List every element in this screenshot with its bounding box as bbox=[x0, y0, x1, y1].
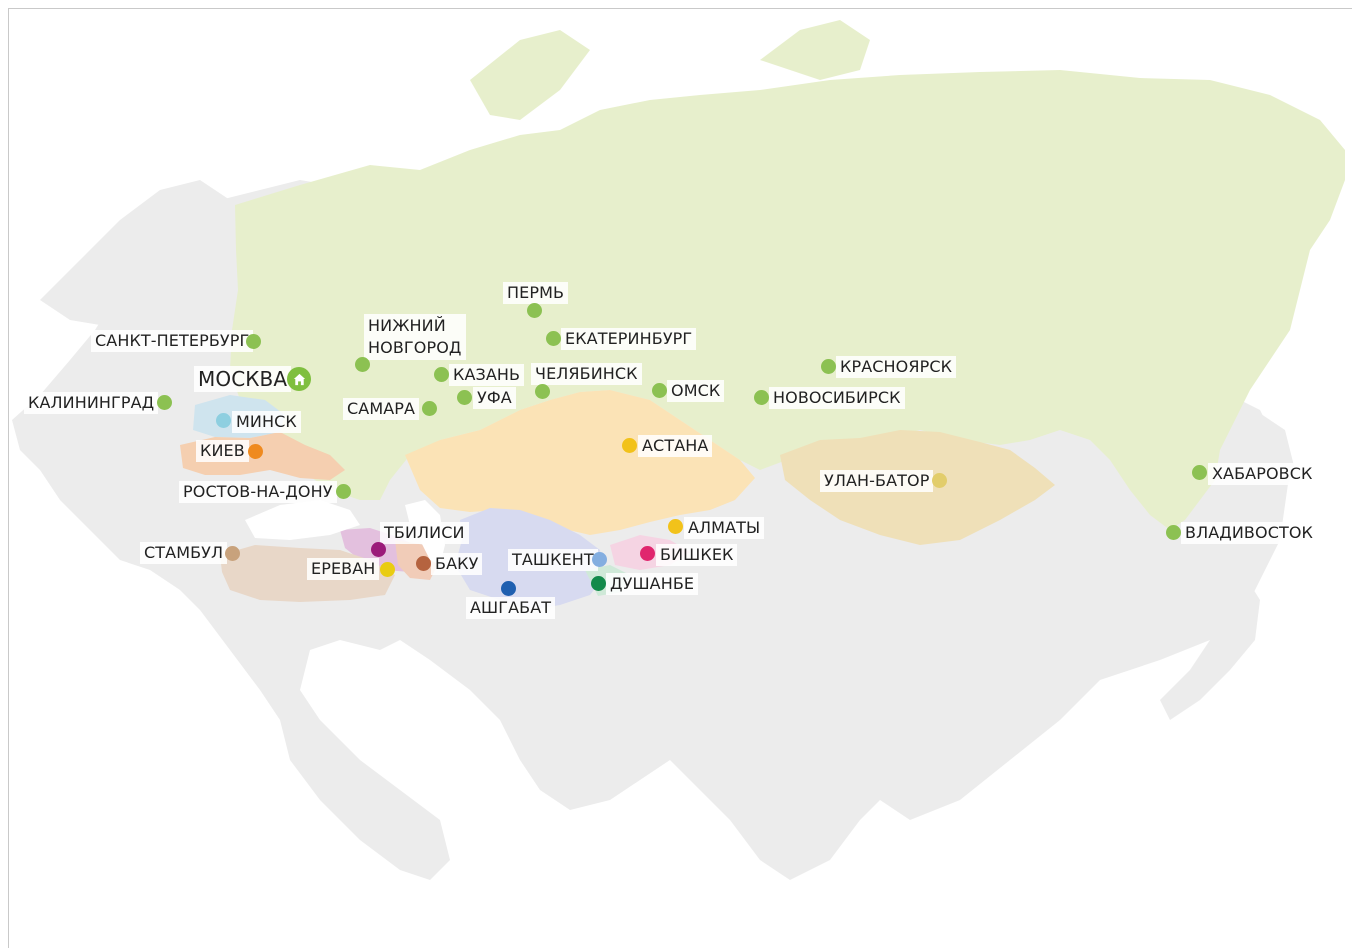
city-label-astana: АСТАНА bbox=[638, 435, 713, 457]
city-label-istanbul: СТАМБУЛ bbox=[140, 542, 228, 564]
kazakhstan-shape bbox=[405, 390, 755, 535]
city-label-nizhny: НИЖНИЙ НОВГОРОД bbox=[364, 314, 466, 360]
city-label-khabarovsk: ХАБАРОВСК bbox=[1208, 463, 1317, 485]
city-dot-novosibirsk bbox=[754, 390, 769, 405]
city-label-kazan: КАЗАНЬ bbox=[449, 364, 525, 386]
city-dot-omsk bbox=[652, 383, 667, 398]
city-dot-krasnoyarsk bbox=[821, 359, 836, 374]
city-label-ekaterinburg: ЕКАТЕРИНБУРГ bbox=[561, 328, 697, 350]
city-dot-ashgabat bbox=[501, 581, 516, 596]
city-label-rostov: РОСТОВ-НА-ДОНУ bbox=[179, 481, 337, 503]
city-dot-baku bbox=[416, 556, 431, 571]
city-label-krasnoyarsk: КРАСНОЯРСК bbox=[836, 356, 957, 378]
city-label-vladivostok: ВЛАДИВОСТОК bbox=[1181, 522, 1317, 544]
city-label-ufa: УФА bbox=[473, 387, 516, 409]
city-dot-ulan-bator bbox=[932, 473, 947, 488]
city-label-bishkek: БИШКЕК bbox=[656, 544, 738, 566]
city-label-dushanbe: ДУШАНБЕ bbox=[606, 573, 699, 595]
city-dot-kazan bbox=[434, 367, 449, 382]
city-label-kiev: КИЕВ bbox=[196, 440, 249, 462]
city-dot-kaliningrad bbox=[157, 395, 172, 410]
city-dot-dushanbe bbox=[591, 576, 606, 591]
city-dot-saint-petersburg bbox=[246, 334, 261, 349]
city-label-moscow: МОСКВА bbox=[194, 366, 292, 392]
novaya-zemlya-shape bbox=[470, 30, 590, 120]
city-dot-ekaterinburg bbox=[546, 331, 561, 346]
japan-shape bbox=[1160, 560, 1260, 720]
city-dot-rostov bbox=[336, 484, 351, 499]
city-dot-samara bbox=[422, 401, 437, 416]
city-dot-minsk bbox=[216, 413, 231, 428]
taymyr-shape bbox=[760, 20, 870, 80]
russia-shape bbox=[230, 70, 1345, 530]
city-dot-tbilisi bbox=[371, 542, 386, 557]
city-dot-khabarovsk bbox=[1192, 465, 1207, 480]
city-label-kaliningrad: КАЛИНИНГРАД bbox=[24, 392, 159, 414]
city-label-ashgabat: АШГАБАТ bbox=[466, 597, 556, 619]
city-dot-istanbul bbox=[225, 546, 240, 561]
city-dot-tashkent bbox=[592, 552, 607, 567]
city-label-erevan: ЕРЕВАН bbox=[307, 558, 380, 580]
city-label-minsk: МИНСК bbox=[232, 411, 301, 433]
city-label-samara: САМАРА bbox=[343, 398, 420, 420]
city-dot-ufa bbox=[457, 390, 472, 405]
city-dot-nizhny bbox=[355, 357, 370, 372]
city-dot-almaty bbox=[668, 519, 683, 534]
city-label-omsk: ОМСК bbox=[667, 380, 725, 402]
city-label-tbilisi: ТБИЛИСИ bbox=[380, 522, 469, 544]
city-label-novosibirsk: НОВОСИБИРСК bbox=[769, 387, 905, 409]
city-label-saint-petersburg: САНКТ-ПЕТЕРБУРГ bbox=[91, 330, 254, 352]
city-dot-bishkek bbox=[640, 546, 655, 561]
city-dot-perm bbox=[527, 303, 542, 318]
city-label-baku: БАКУ bbox=[431, 553, 483, 575]
city-label-almaty: АЛМАТЫ bbox=[684, 517, 765, 539]
city-dot-kiev bbox=[248, 444, 263, 459]
city-dot-vladivostok bbox=[1166, 525, 1181, 540]
city-label-perm: ПЕРМЬ bbox=[503, 282, 569, 304]
black-sea-shape bbox=[245, 500, 360, 540]
home-icon bbox=[287, 367, 311, 391]
city-label-ulan-bator: УЛАН-БАТОР bbox=[820, 470, 934, 492]
city-label-chelyabinsk: ЧЕЛЯБИНСК bbox=[531, 363, 642, 385]
city-dot-chelyabinsk bbox=[535, 384, 550, 399]
city-dot-erevan bbox=[380, 562, 395, 577]
scandinavia-shape bbox=[40, 180, 230, 345]
city-dot-astana bbox=[622, 438, 637, 453]
city-label-tashkent: ТАШКЕНТ bbox=[508, 549, 598, 571]
